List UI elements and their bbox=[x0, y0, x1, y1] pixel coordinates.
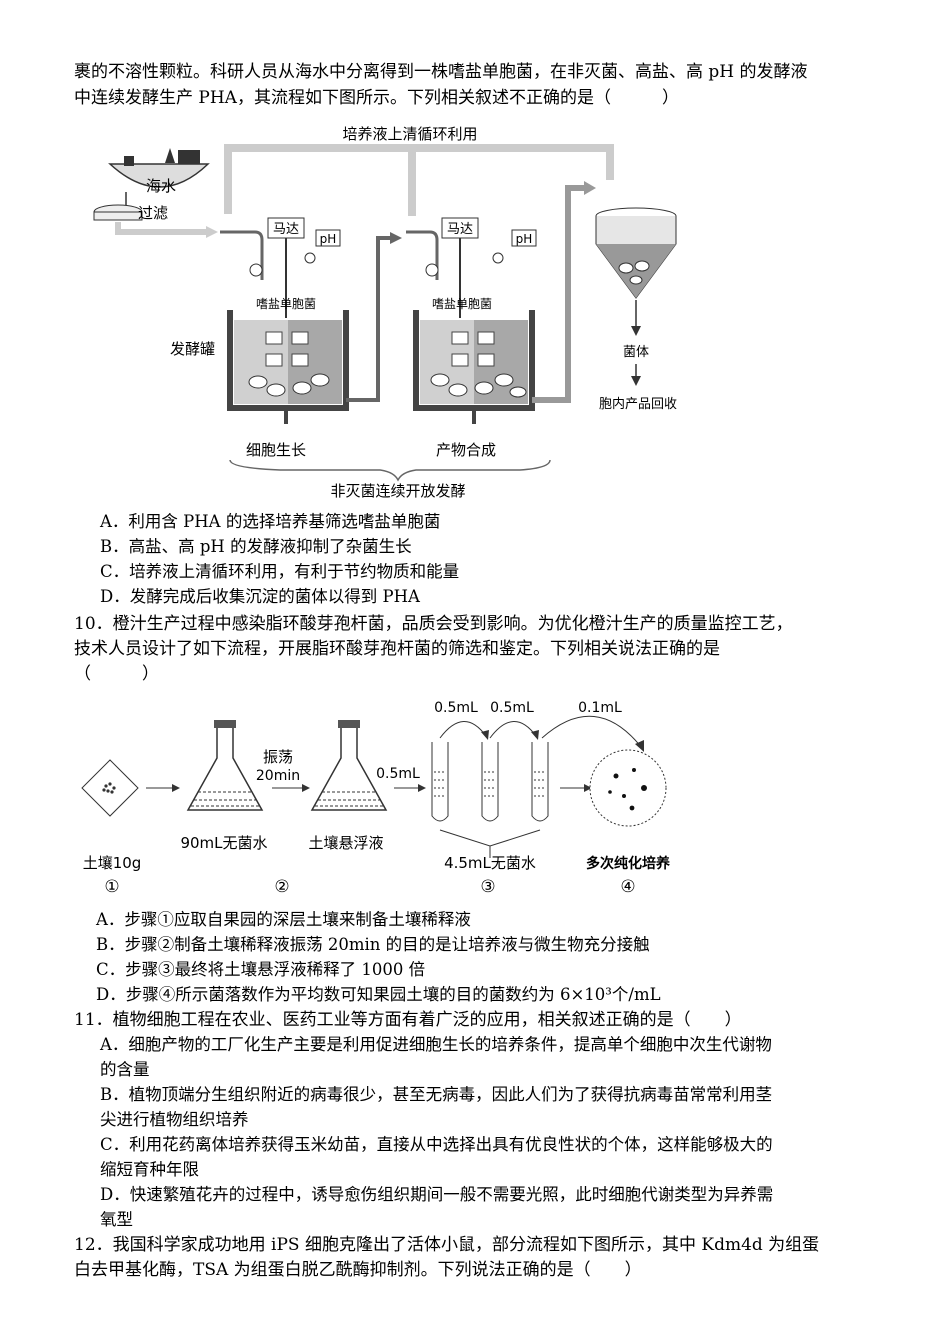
brace bbox=[229, 459, 551, 482]
stage-label-1: 细胞生长 bbox=[246, 441, 306, 459]
shake-label: 振荡 bbox=[263, 748, 293, 766]
volume-label-2: 0.5mL bbox=[434, 700, 478, 716]
q10-line-1: 10．橙汁生产过程中感染脂环酸芽孢杆菌，品质会受到影响。为优化橙汁生产的质量监控… bbox=[74, 614, 793, 634]
tank-label: 发酵罐 bbox=[170, 340, 215, 358]
motor-label-2: 马达 bbox=[447, 222, 473, 237]
volume-label-1: 0.5mL bbox=[376, 766, 420, 782]
q12-line-2: 白去甲基化酶，TSA 为组蛋白脱乙酰酶抑制剂。下列说法正确的是（ ） bbox=[74, 1260, 642, 1280]
stage-label-2: 产物合成 bbox=[436, 441, 496, 459]
bacteria-label-2: 嗜盐单胞菌 bbox=[432, 297, 492, 311]
fermentation-tank-1: 马达 pH 嗜盐单胞菌 bbox=[220, 217, 349, 424]
recycle-pipe bbox=[224, 144, 614, 214]
q11-option-b-line-2: 尖进行植物组织培养 bbox=[100, 1110, 249, 1129]
seawater-label: 海水 bbox=[146, 177, 176, 195]
q10-line-2: 技术人员设计了如下流程，开展脂环酸芽孢杆菌的筛选和鉴定。下列相关说法正确的是 bbox=[74, 639, 720, 659]
culture-plate bbox=[589, 749, 667, 827]
soil-label: 土壤10g bbox=[83, 854, 142, 872]
q11-option-a-line-2: 的含量 bbox=[100, 1060, 150, 1079]
q9-option-c: C．培养液上清循环利用，有利于节约物质和能量 bbox=[100, 562, 460, 581]
q12-line-1: 12．我国科学家成功地用 iPS 细胞克隆出了活体小鼠，部分流程如下图所示，其中… bbox=[74, 1235, 820, 1255]
q9-option-a: A．利用含 PHA 的选择培养基筛选嗜盐单胞菌 bbox=[100, 512, 441, 531]
intro-line-2: 中连续发酵生产 PHA，其流程如下图所示。下列相关叙述不正确的是（ ） bbox=[74, 88, 679, 108]
q11-option-c-line-1: C．利用花药离体培养获得玉米幼苗，直接从中选择出具有优良性状的个体，这样能够极大… bbox=[100, 1135, 773, 1154]
step-label-2: ② bbox=[274, 877, 289, 897]
q10-option-c: C．步骤③最终将土壤悬浮液稀释了 1000 倍 bbox=[96, 960, 426, 979]
q9-option-d: D．发酵完成后收集沉淀的菌体以得到 PHA bbox=[100, 587, 420, 606]
q11-option-d-line-1: D．快速繁殖花卉的过程中，诱导愈伤组织期间一般不需要光照，此时细胞代谢类型为异养… bbox=[100, 1185, 774, 1204]
step-label-1: ① bbox=[104, 877, 119, 897]
ph-label-2: pH bbox=[516, 232, 533, 246]
dilution-diagram: 振荡 20min 0.5mL 0.5mL 0.5mL 0.1mL 90mL无菌水 bbox=[81, 700, 671, 897]
ph-label-1: pH bbox=[320, 232, 337, 246]
flask-2 bbox=[310, 720, 388, 811]
fermentation-tank-2: 马达 pH 嗜盐单胞菌 bbox=[406, 217, 537, 424]
q11-option-b-line-1: B．植物顶端分生组织附近的病毒很少，甚至无病毒，因此人们为了获得抗病毒苗常常利用… bbox=[100, 1085, 773, 1104]
time-label: 20min bbox=[256, 768, 300, 784]
suspension-label: 土壤悬浮液 bbox=[308, 834, 383, 852]
volume-label-4: 0.1mL bbox=[578, 700, 622, 716]
q10-option-a: A．步骤①应取自果园的深层土壤来制备土壤稀释液 bbox=[96, 910, 471, 929]
intro-line-1: 裹的不溶性颗粒。科研人员从海水中分离得到一株嗜盐单胞菌，在非灭菌、高盐、高 pH… bbox=[74, 62, 808, 82]
purify-label: 多次纯化培养 bbox=[586, 855, 671, 872]
bottom-label: 非灭菌连续开放发酵 bbox=[330, 482, 465, 500]
cells-label: 菌体 bbox=[623, 345, 649, 360]
q11-option-c-line-2: 缩短育种年限 bbox=[100, 1160, 199, 1179]
motor-label-1: 马达 bbox=[273, 222, 299, 237]
seawater-source: 海水 bbox=[108, 148, 210, 195]
q11-option-d-line-2: 氧型 bbox=[100, 1210, 133, 1229]
recycle-label: 培养液上清循环利用 bbox=[342, 125, 477, 143]
step-label-4: ④ bbox=[620, 877, 635, 897]
bacteria-label-1: 嗜盐单胞菌 bbox=[256, 297, 316, 311]
settling-tank bbox=[595, 207, 677, 299]
q10-line-3: （ ） bbox=[74, 664, 159, 684]
water90-label: 90mL无菌水 bbox=[180, 834, 267, 852]
flask-1 bbox=[186, 720, 264, 811]
filter-label: 过滤 bbox=[138, 204, 168, 222]
step-label-3: ③ bbox=[480, 877, 495, 897]
pha-fermentation-diagram: 培养液上清循环利用 海水 过滤 马达 pH 嗜盐单胞菌 发酵罐 bbox=[93, 125, 677, 500]
water45-label: 4.5mL无菌水 bbox=[444, 854, 536, 872]
volume-label-3: 0.5mL bbox=[490, 700, 534, 716]
q11-option-a-line-1: A．细胞产物的工厂化生产主要是利用促进细胞生长的培养条件，提高单个细胞中次生代谢… bbox=[100, 1035, 772, 1054]
soil-sample bbox=[81, 759, 139, 817]
q9-option-b: B．高盐、高 pH 的发酵液抑制了杂菌生长 bbox=[100, 537, 412, 556]
q11-stem: 11．植物细胞工程在农业、医药工业等方面有着广泛的应用，相关叙述正确的是（ ） bbox=[74, 1010, 742, 1030]
recover-label: 胞内产品回收 bbox=[599, 396, 677, 412]
q10-option-d: D．步骤④所示菌落数作为平均数可知果园土壤的目的菌数约为 6×10³个/mL bbox=[96, 985, 661, 1004]
test-tubes bbox=[431, 715, 644, 858]
q10-option-b: B．步骤②制备土壤稀释液振荡 20min 的目的是让培养液与微生物充分接触 bbox=[96, 935, 650, 954]
